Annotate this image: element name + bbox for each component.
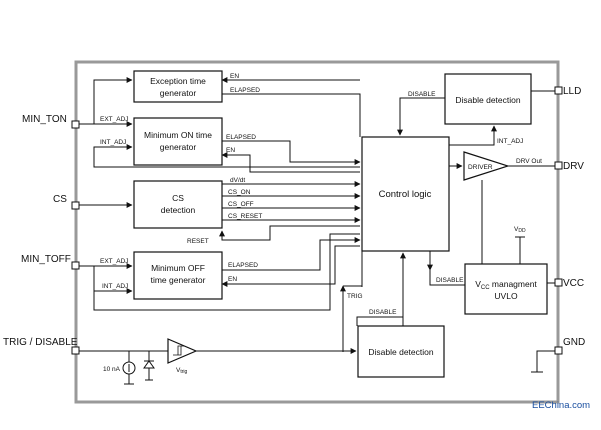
label-vtrig: Vtrig <box>176 367 188 375</box>
label-cs-on: CS_ON <box>228 189 251 196</box>
pin-label-trig-disable: TRIG / DISABLE <box>3 337 78 348</box>
minimum-on-time-generator-block: Minimum ON time generator <box>133 117 223 166</box>
wire-uvlo-disable <box>429 268 465 286</box>
min-on-label-2: generator <box>160 142 197 152</box>
min-off-label-1: Minimum OFF <box>151 263 205 273</box>
pin-label-cs: CS <box>53 194 67 205</box>
wire-int-adj-on-loop <box>93 147 360 168</box>
label-dvdt: dV/dt <box>230 177 245 184</box>
label-exception-elapsed: ELAPSED <box>230 87 260 94</box>
vcc-management-label: VCC managment <box>475 279 537 291</box>
pin-trig-disable: TRIG / DISABLE <box>3 337 80 355</box>
wire-reset <box>219 225 360 241</box>
pin-label-min-toff: MIN_TOFF <box>21 254 71 265</box>
disable-detection-top-block: Disable detection <box>444 73 532 125</box>
exception-label-1: Exception time <box>150 76 206 86</box>
min-off-label-2: time generator <box>151 275 206 285</box>
pin-label-min-ton: MIN_TON <box>22 114 67 125</box>
wire-exception-elapsed <box>222 93 361 137</box>
label-int-adj-lld: INT_ADJ <box>497 138 523 145</box>
disable-detection-bottom-block: Disable detection <box>357 325 445 378</box>
watermark: EEChina.com <box>532 400 590 411</box>
label-ext-adj-on: EXT_ADJ <box>100 116 129 123</box>
label-vdd: VDD <box>514 226 526 234</box>
label-ext-adj-off: EXT_ADJ <box>100 258 129 265</box>
minimum-off-time-generator-block: Minimum OFF time generator <box>133 251 223 300</box>
wire-min-off-en <box>221 245 360 287</box>
label-reset: RESET <box>187 238 209 245</box>
label-min-off-en: EN <box>228 276 237 283</box>
current-source <box>122 351 136 385</box>
label-min-off-elapsed: ELAPSED <box>228 262 258 269</box>
label-current: 10 nA <box>103 366 121 373</box>
exception-time-generator-block: Exception time generator <box>133 70 223 103</box>
wire-disable-top <box>397 97 445 136</box>
label-trig: TRIG <box>347 293 363 300</box>
pin-label-drv: DRV <box>563 161 584 172</box>
label-min-on-elapsed: ELAPSED <box>226 134 256 141</box>
label-cs-reset: CS_RESET <box>228 213 262 220</box>
control-logic-label: Control logic <box>379 189 432 200</box>
wire-disable-bottom-tap <box>356 316 403 326</box>
label-disable-vcc: DISABLE <box>436 277 464 284</box>
cs-det-label-2: detection <box>161 205 196 215</box>
wire-int-adj-off-loop <box>93 233 360 311</box>
label-cs-off: CS_OFF <box>228 201 254 208</box>
wire-int-adj-lld <box>449 125 497 146</box>
schmitt-trigger <box>167 338 198 364</box>
label-exception-en: EN <box>230 73 239 80</box>
min-on-label-1: Minimum ON time <box>144 130 212 140</box>
label-min-on-en: EN <box>226 147 235 154</box>
wire-int-adj-on <box>93 144 133 167</box>
control-logic-block: Control logic <box>361 136 450 252</box>
exception-label-2: generator <box>160 88 197 98</box>
pin-min-toff: MIN_TOFF <box>21 254 80 270</box>
label-disable-top: DISABLE <box>408 91 436 98</box>
label-int-adj-off: INT_ADJ <box>102 283 128 290</box>
pin-gnd: GND <box>554 337 585 355</box>
label-disable-bottom: DISABLE <box>369 309 397 316</box>
wire-min-on-en <box>221 152 360 173</box>
uvlo-label: UVLO <box>494 291 518 301</box>
ic-boundary <box>74 60 560 404</box>
wire-min-off-elapsed <box>222 237 361 271</box>
label-int-adj-on: INT_ADJ <box>100 139 126 146</box>
pin-label-gnd: GND <box>563 337 585 348</box>
disable-top-label: Disable detection <box>455 95 520 105</box>
zener-diode <box>143 351 155 381</box>
pin-label-vcc: VCC <box>563 278 584 289</box>
cs-detection-block: CS detection <box>133 180 223 229</box>
vcc-management-uvlo-block: VCC managment UVLO <box>464 263 548 315</box>
driver-amplifier: DRIVER <box>463 151 510 181</box>
wire-min-ton-to-exception <box>93 77 133 124</box>
disable-bottom-label: Disable detection <box>368 347 433 357</box>
driver-label: DRIVER <box>468 164 493 171</box>
pin-label-lld: LLD <box>563 86 581 97</box>
wire-min-on-elapsed <box>222 140 361 165</box>
wire-gnd <box>536 350 555 372</box>
label-drv-out: DRV Out <box>516 158 542 165</box>
pin-min-ton: MIN_TON <box>22 114 80 129</box>
cs-det-label-1: CS <box>172 193 184 203</box>
